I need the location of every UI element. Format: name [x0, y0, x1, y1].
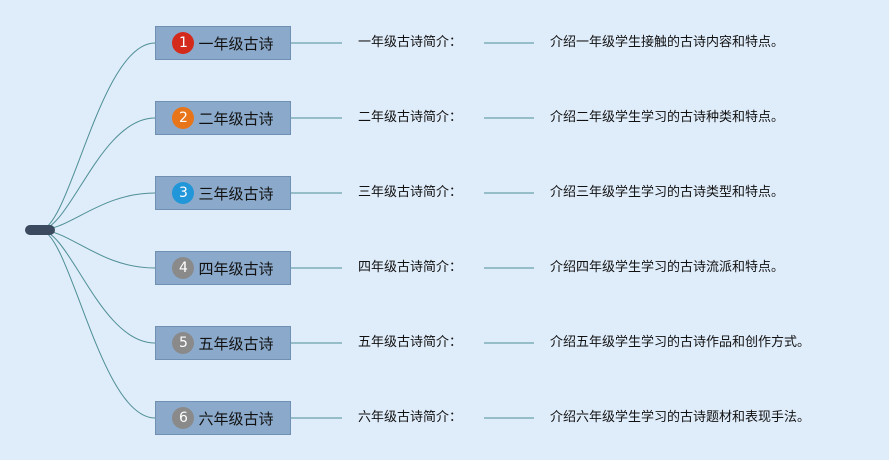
grade-node-label: 六年级古诗: [198, 409, 274, 428]
intro-label[interactable]: 五年级古诗简介：: [358, 335, 463, 350]
root-connector: [39, 42, 156, 231]
root-connector: [39, 229, 156, 269]
description-text[interactable]: 介绍四年级学生学习的古诗流派和特点。: [550, 260, 785, 275]
intro-label[interactable]: 二年级古诗简介：: [358, 110, 463, 125]
number-badge-icon: 1: [172, 32, 195, 54]
description-text[interactable]: 介绍六年级学生学习的古诗题材和表现手法。: [550, 410, 811, 425]
number-badge-icon: 3: [172, 182, 195, 204]
root-node[interactable]: [25, 225, 55, 235]
intro-label[interactable]: 六年级古诗简介：: [358, 410, 463, 425]
number-badge-icon: 5: [172, 332, 195, 354]
grade-node-label: 四年级古诗: [198, 259, 274, 278]
intro-label[interactable]: 三年级古诗简介：: [358, 185, 463, 200]
number-badge-icon: 4: [172, 257, 195, 279]
intro-label[interactable]: 四年级古诗简介：: [358, 260, 463, 275]
number-badge-icon: 6: [172, 407, 195, 429]
description-text[interactable]: 介绍五年级学生学习的古诗作品和创作方式。: [550, 335, 811, 350]
root-connector: [39, 229, 156, 419]
description-text[interactable]: 介绍三年级学生学习的古诗类型和特点。: [550, 185, 785, 200]
description-text[interactable]: 介绍一年级学生接触的古诗内容和特点。: [550, 35, 785, 50]
number-badge-icon: 2: [172, 107, 195, 129]
description-text[interactable]: 介绍二年级学生学习的古诗种类和特点。: [550, 110, 785, 125]
grade-node-label: 一年级古诗: [198, 34, 274, 53]
grade-node-label: 二年级古诗: [198, 109, 274, 128]
intro-label[interactable]: 一年级古诗简介：: [358, 35, 463, 50]
grade-node-label: 五年级古诗: [198, 334, 274, 353]
grade-node-label: 三年级古诗: [198, 184, 274, 203]
